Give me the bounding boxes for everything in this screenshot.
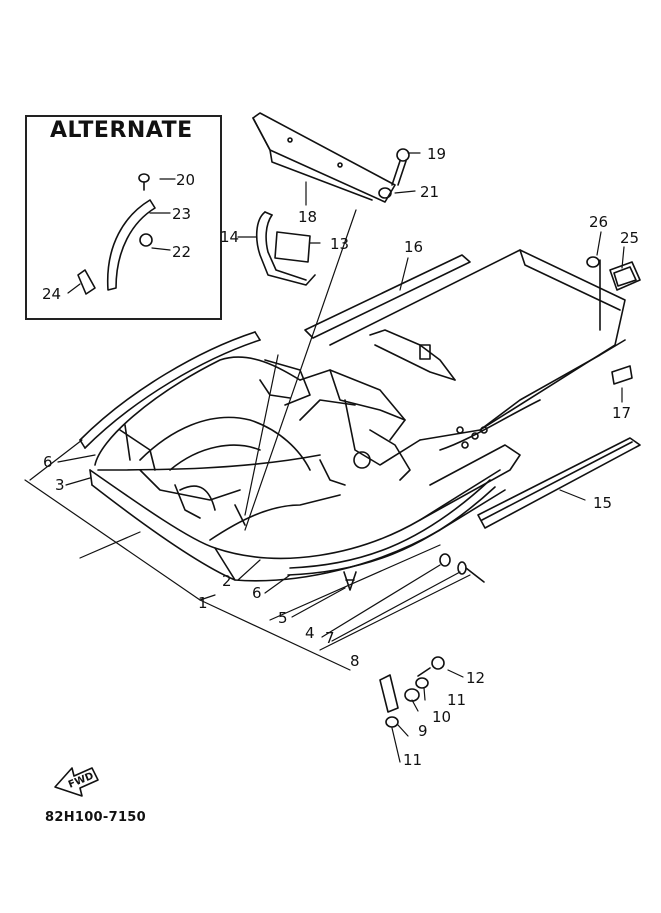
bolt-part-19 <box>391 148 410 186</box>
part-code-label: 82H100-7150 <box>45 810 146 825</box>
trim-strip-front <box>79 331 261 449</box>
callout-11-lower: 11 <box>403 751 422 769</box>
callout-3: 3 <box>55 476 65 494</box>
rear-flap-part <box>252 112 396 203</box>
side-rail-part <box>477 437 641 529</box>
backrest-pad-part <box>274 231 311 263</box>
leader-lines <box>24 152 625 763</box>
callout-24: 24 <box>42 285 61 303</box>
rivet-part-8 <box>457 561 485 583</box>
callout-9: 9 <box>418 722 428 740</box>
callout-17: 17 <box>612 404 631 422</box>
callout-22: 22 <box>172 243 191 261</box>
alternate-inset-box <box>25 115 222 320</box>
forward-arrow-icon <box>54 767 99 797</box>
callout-20: 20 <box>176 171 195 189</box>
alt-grommet-part-22 <box>139 233 153 247</box>
callout-13: 13 <box>330 235 349 253</box>
label-part-17 <box>611 365 633 385</box>
callout-11-upper: 11 <box>447 691 466 709</box>
washer-part-11-lower <box>385 716 399 728</box>
callout-15: 15 <box>593 494 612 512</box>
alt-strap-part-23 <box>106 199 156 291</box>
reflector-part-25 <box>609 261 641 291</box>
callout-23: 23 <box>172 205 191 223</box>
callout-1: 1 <box>198 594 208 612</box>
callout-2: 2 <box>222 572 232 590</box>
callout-16: 16 <box>404 238 423 256</box>
bolt-part-12 <box>417 656 445 677</box>
callout-labels: 20 23 22 24 19 21 18 14 13 16 26 25 17 1… <box>42 145 639 791</box>
callout-21: 21 <box>420 183 439 201</box>
callout-8: 8 <box>350 652 360 670</box>
callout-18: 18 <box>298 208 317 226</box>
bracket-part-9 <box>379 674 399 713</box>
trim-strip-side <box>287 479 496 576</box>
clip-part-5 <box>343 571 357 591</box>
tunnel-strip-part <box>304 254 471 339</box>
frame-body-part <box>89 249 626 582</box>
washer-part-11-upper <box>415 677 429 689</box>
nut-part-21 <box>378 187 392 199</box>
callout-19: 19 <box>427 145 446 163</box>
callout-7: 7 <box>325 629 335 647</box>
callout-4: 4 <box>305 624 315 642</box>
callout-6-bottom: 6 <box>252 584 262 602</box>
callout-5: 5 <box>278 609 288 627</box>
grommet-part-26 <box>586 256 600 268</box>
alternate-title: ALTERNATE <box>50 118 193 143</box>
callout-14: 14 <box>220 228 239 246</box>
callout-6-left: 6 <box>43 453 53 471</box>
alt-screw-part-20 <box>138 173 150 191</box>
callout-26: 26 <box>589 213 608 231</box>
spacer-part-10 <box>404 688 420 702</box>
callout-10: 10 <box>432 708 451 726</box>
backrest-frame-part <box>255 211 316 286</box>
callout-12: 12 <box>466 669 485 687</box>
alt-pad-part-24 <box>77 269 96 295</box>
washer-part-7 <box>439 553 451 567</box>
callout-25: 25 <box>620 229 639 247</box>
